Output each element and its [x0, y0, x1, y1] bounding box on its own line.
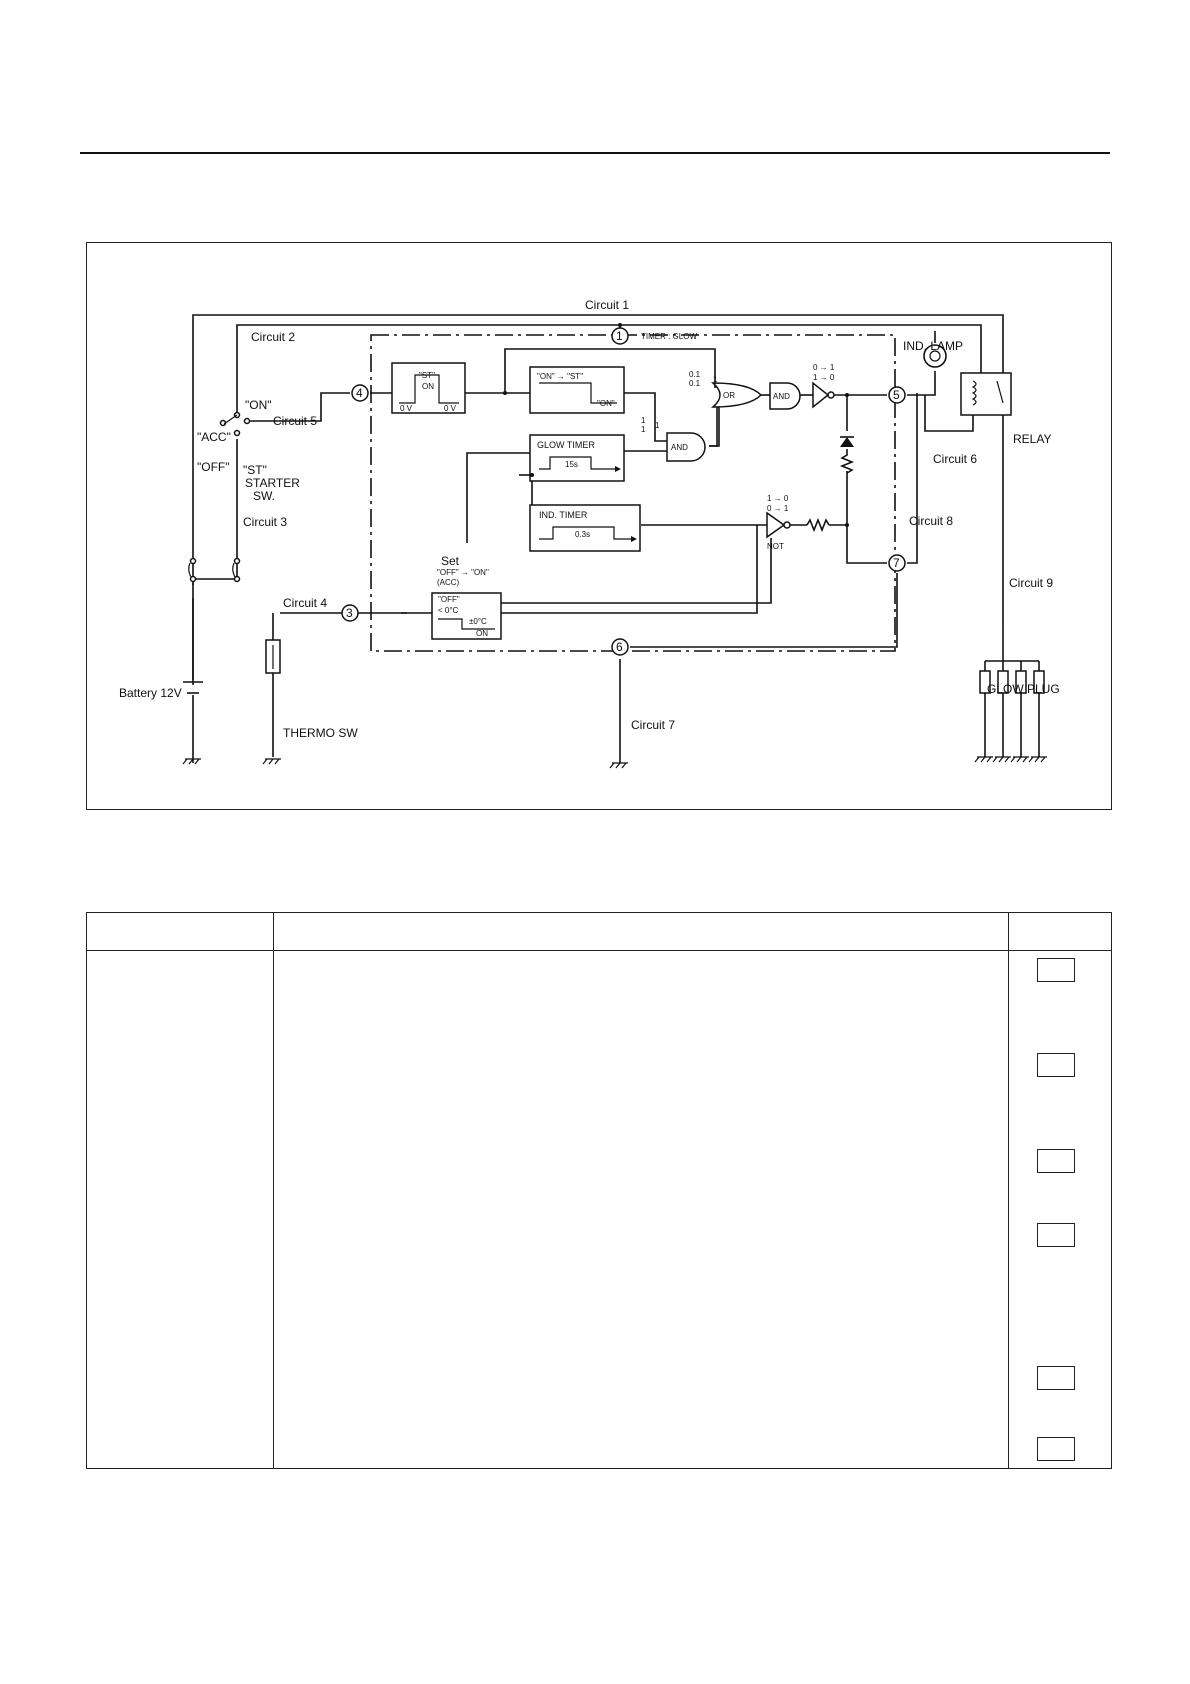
- ind-timer-block: IND. TIMER 0.3s: [529, 504, 641, 552]
- ground-symbols: [182, 756, 1047, 769]
- node-4: 4: [356, 386, 363, 400]
- svg-text:0 V: 0 V: [400, 404, 413, 413]
- node-3: 3: [346, 606, 353, 620]
- top-rule: [80, 152, 1110, 154]
- label-on: "ON": [245, 398, 272, 412]
- label-circuit-8: Circuit 8: [909, 514, 953, 528]
- st-pulse-block: "ST" ON 0 V 0 V: [391, 362, 466, 414]
- svg-text:OR: OR: [723, 391, 735, 400]
- label-circuit-2: Circuit 2: [251, 330, 295, 344]
- svg-text:0 → 1: 0 → 1: [813, 363, 835, 372]
- or-gate: OR: [710, 382, 763, 408]
- svg-text:GLOW TIMER: GLOW TIMER: [537, 440, 595, 450]
- label-glow-plug: GLOW PLUG: [987, 682, 1060, 696]
- relay-icon: [960, 372, 1012, 416]
- node-7: 7: [893, 556, 900, 570]
- checkbox-3[interactable]: [1037, 1149, 1075, 1173]
- node-5: 5: [893, 388, 900, 402]
- checkbox-4[interactable]: [1037, 1223, 1075, 1247]
- label-relay: RELAY: [1013, 432, 1051, 446]
- starter-switch-icon: [219, 411, 251, 437]
- svg-text:AND: AND: [671, 443, 688, 452]
- label-circuit-6: Circuit 6: [933, 452, 977, 466]
- and-gate-2: AND: [769, 382, 801, 410]
- svg-text:0 → 1: 0 → 1: [767, 504, 789, 513]
- battery-icon: [183, 681, 203, 694]
- glow-plug-icon: [979, 661, 1045, 757]
- label-circuit-9: Circuit 9: [1009, 576, 1053, 590]
- svg-text:1: 1: [655, 421, 660, 430]
- checkbox-6[interactable]: [1037, 1437, 1075, 1461]
- svg-text:0 V: 0 V: [444, 404, 457, 413]
- svg-text:1: 1: [641, 425, 646, 434]
- label-circuit-5: Circuit 5: [273, 414, 317, 428]
- svg-text:"ON" → "ST": "ON" → "ST": [537, 372, 583, 381]
- resistor-2: [806, 517, 830, 533]
- svg-text:0.1: 0.1: [689, 370, 701, 379]
- svg-text:1 → 0: 1 → 0: [813, 373, 835, 382]
- label-starter-sw-2: SW.: [253, 489, 275, 503]
- ind-lamp-icon: [923, 344, 947, 368]
- thermo-switch-icon: [265, 639, 281, 674]
- label-circuit-4: Circuit 4: [283, 596, 327, 610]
- svg-text:"OFF" → "ON": "OFF" → "ON": [437, 568, 489, 577]
- svg-text:1: 1: [713, 375, 718, 384]
- resistor-1: [839, 449, 855, 474]
- label-set: Set: [441, 554, 460, 568]
- glow-system-circuit-diagram: "ST" ON 0 V 0 V "ON" → "ST" "ON" GLOW TI…: [86, 242, 1112, 810]
- node-6: 6: [616, 640, 623, 654]
- svg-text:ON: ON: [422, 382, 434, 391]
- checkbox-1[interactable]: [1037, 958, 1075, 982]
- label-st: "ST": [243, 463, 267, 477]
- svg-text:NOT: NOT: [767, 542, 784, 551]
- battery-switch-contacts: [188, 557, 241, 583]
- timer-glow-boundary: [370, 334, 896, 652]
- svg-text:1: 1: [641, 416, 646, 425]
- svg-text:±0°C: ±0°C: [469, 617, 487, 626]
- glow-timer-block: GLOW TIMER 15s: [529, 434, 625, 482]
- svg-text:< 0°C: < 0°C: [438, 606, 459, 615]
- svg-text:ON: ON: [476, 629, 488, 638]
- inverter-gate: [812, 381, 835, 409]
- checkbox-5[interactable]: [1037, 1366, 1075, 1390]
- svg-text:AND: AND: [773, 392, 790, 401]
- node-circles: [341, 323, 906, 656]
- node-1: 1: [616, 329, 623, 343]
- svg-text:"ST": "ST": [419, 371, 435, 380]
- svg-text:"ON": "ON": [597, 399, 615, 408]
- label-ind-lamp: IND. LAMP: [903, 339, 963, 353]
- table-header-rule: [87, 950, 1111, 951]
- label-battery: Battery 12V: [119, 686, 182, 700]
- svg-text:0.1: 0.1: [689, 379, 701, 388]
- label-thermo-sw: THERMO SW: [283, 726, 358, 740]
- not-gate: NOT: [766, 511, 791, 551]
- circuit-schematic: "ST" ON 0 V 0 V "ON" → "ST" "ON" GLOW TI…: [119, 298, 1060, 769]
- svg-text:"OFF": "OFF": [438, 595, 460, 604]
- table-col-divider-2: [1008, 913, 1009, 1468]
- label-circuit-3: Circuit 3: [243, 515, 287, 529]
- label-circuit-1: Circuit 1: [585, 298, 629, 312]
- svg-text:IND. TIMER: IND. TIMER: [539, 510, 588, 520]
- and-gate-1: AND: [666, 432, 706, 462]
- checkbox-2[interactable]: [1037, 1053, 1075, 1077]
- svg-text:0.3s: 0.3s: [575, 530, 590, 539]
- label-circuit-7: Circuit 7: [631, 718, 675, 732]
- table-col-divider-1: [273, 913, 274, 1468]
- diode: [840, 436, 854, 447]
- label-timer-glow: TIMER : GLOW: [641, 332, 697, 341]
- on-st-block: "ON" → "ST" "ON": [529, 366, 625, 414]
- svg-text:1 → 0: 1 → 0: [767, 494, 789, 503]
- label-starter-sw: STARTER: [245, 476, 300, 490]
- thermo-block: "OFF" < 0°C ±0°C ON: [431, 592, 502, 640]
- svg-text:15s: 15s: [565, 460, 578, 469]
- label-acc: "ACC": [197, 430, 231, 444]
- label-off: "OFF": [197, 460, 230, 474]
- svg-text:(ACC): (ACC): [437, 578, 460, 587]
- procedure-table: [86, 912, 1112, 1469]
